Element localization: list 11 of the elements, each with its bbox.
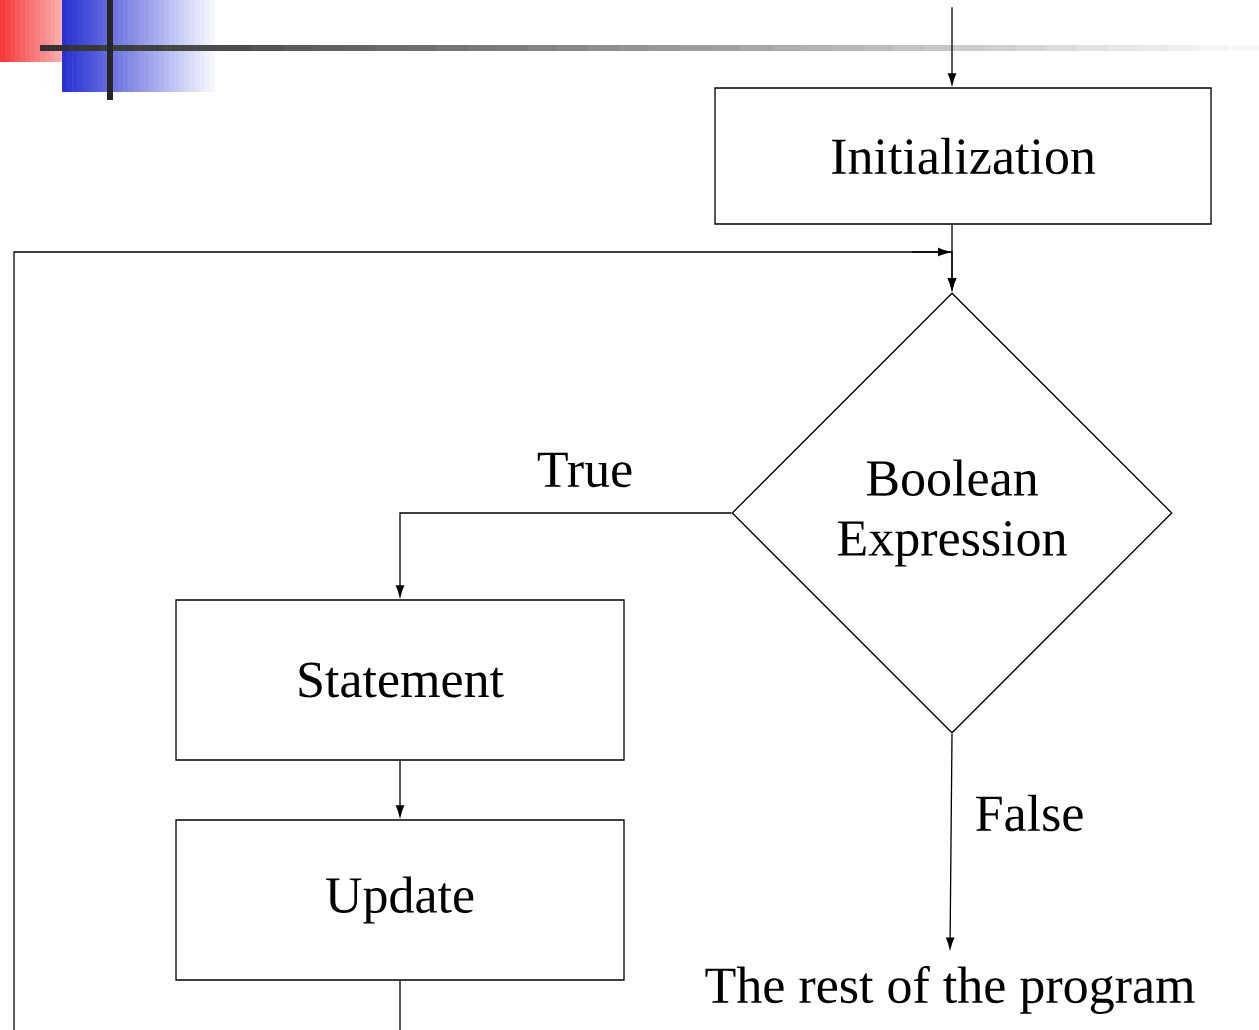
edge-label: False	[972, 792, 1087, 834]
process-box: Update	[175, 819, 625, 981]
process-box: Statement	[175, 599, 625, 761]
edge-label: True	[534, 450, 636, 490]
arrow	[13, 247, 957, 1030]
arrow	[947, 6, 957, 85]
end-label: The rest of the program	[705, 966, 1195, 1014]
process-box: Initialization	[714, 87, 1212, 225]
arrow	[395, 760, 405, 817]
arrow	[395, 512, 732, 597]
arrow	[946, 733, 955, 949]
